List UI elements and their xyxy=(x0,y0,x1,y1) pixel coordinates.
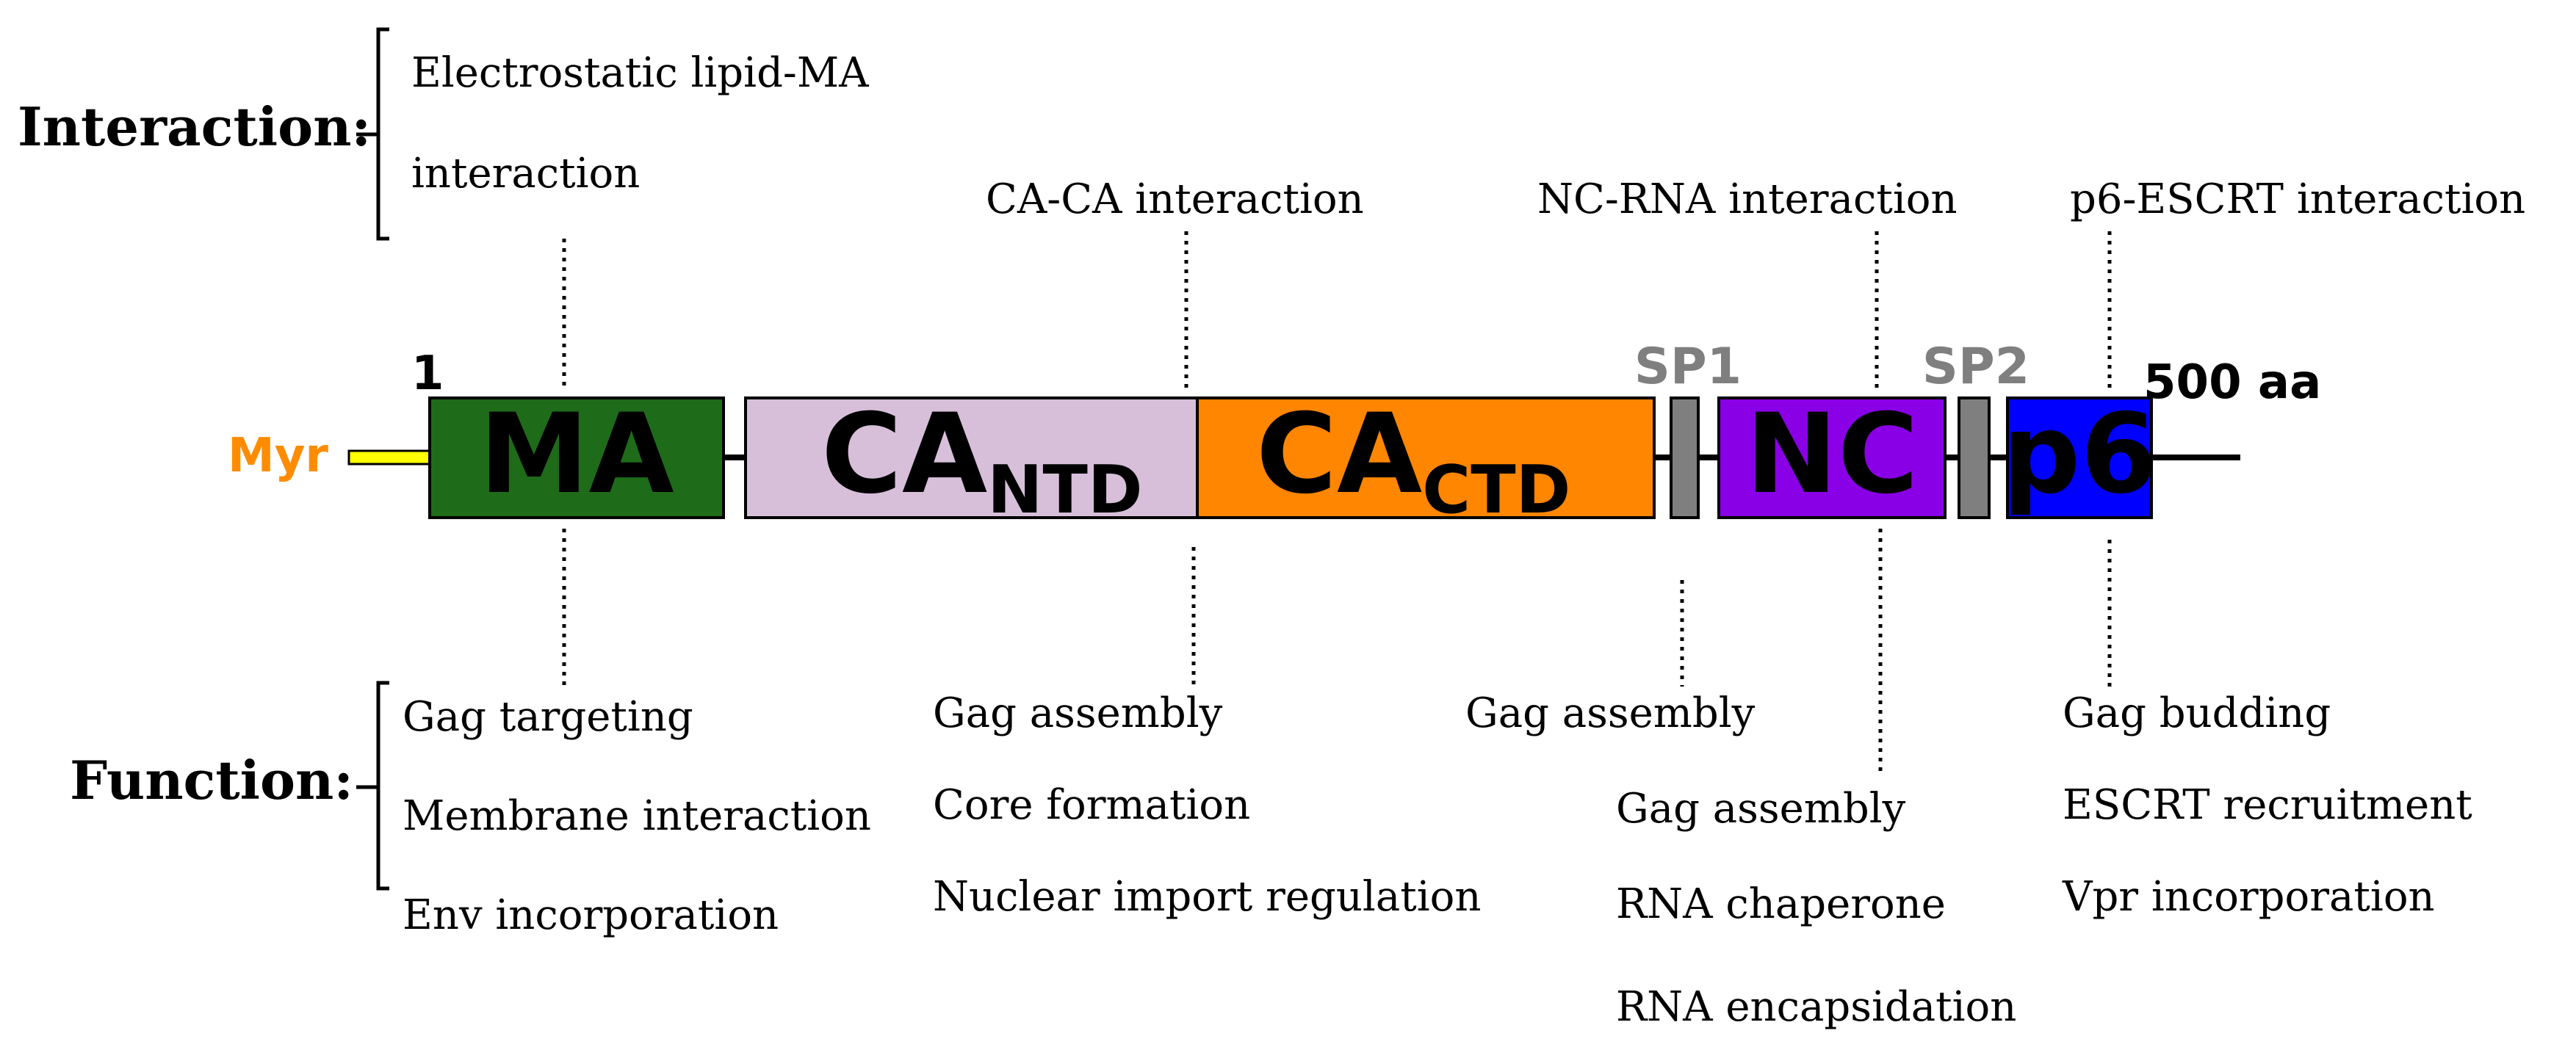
sp2-label: SP2 xyxy=(1922,338,2030,396)
ca-ctd-main: CA xyxy=(1256,391,1422,518)
nc-domain-label: NC xyxy=(1745,391,1919,518)
length-label: 500 aa xyxy=(2143,355,2321,410)
ma-function-2: Membrane interaction xyxy=(403,792,871,840)
start-residue-label: 1 xyxy=(411,347,444,401)
nc-function-3: RNA encapsidation xyxy=(1616,983,2016,1031)
myr-label: Myr xyxy=(228,429,328,483)
p6-function-2: ESCRT recruitment xyxy=(2063,781,2472,829)
myr-anchor xyxy=(347,449,431,466)
ca-function-2: Core formation xyxy=(933,781,1250,829)
ma-domain xyxy=(428,396,725,519)
function-bracket xyxy=(376,681,389,891)
ca-ntd-domain-label: CANTD xyxy=(821,391,1143,529)
ca-ctd-domain xyxy=(1196,396,1656,519)
p6-function-1: Gag budding xyxy=(2063,689,2331,737)
interaction-bracket xyxy=(376,27,389,241)
ca-ntd-domain xyxy=(744,396,1199,519)
ca-ctd-subscript: CTD xyxy=(1422,452,1570,529)
nc-interaction-label: NC-RNA interaction xyxy=(1537,175,1958,223)
p6-interaction-label: p6-ESCRT interaction xyxy=(2070,175,2525,223)
sp1-function-1: Gag assembly xyxy=(1465,689,1756,737)
p6-function-3: Vpr incorporation xyxy=(2062,873,2435,921)
ma-function-1: Gag targeting xyxy=(403,693,693,741)
ma-interaction-line2: interaction xyxy=(411,150,640,198)
interaction-heading: Interaction: xyxy=(18,95,371,158)
nc-function-2: RNA chaperone xyxy=(1616,880,1946,928)
sp1-label: SP1 xyxy=(1634,338,1742,396)
ca-ntd-subscript: NTD xyxy=(987,452,1142,529)
ma-domain-label: MA xyxy=(479,391,674,518)
ca-function-1: Gag assembly xyxy=(933,689,1223,737)
nc-domain xyxy=(1717,396,1947,519)
ca-ntd-main: CA xyxy=(821,391,987,518)
sp1-domain xyxy=(1670,396,1700,519)
nc-function-1: Gag assembly xyxy=(1616,785,1906,833)
function-heading: Function: xyxy=(70,749,353,811)
ca-interaction-label: CA-CA interaction xyxy=(986,175,1364,223)
p6-domain xyxy=(2006,396,2153,519)
ma-function-3: Env incorporation xyxy=(403,891,779,939)
ca-function-3: Nuclear import regulation xyxy=(933,873,1481,921)
p6-domain-label: p6 xyxy=(2002,391,2157,518)
ca-ctd-domain-label: CACTD xyxy=(1256,391,1570,529)
sp2-domain xyxy=(1958,396,1991,519)
ma-interaction-line1: Electrostatic lipid-MA xyxy=(411,49,869,97)
